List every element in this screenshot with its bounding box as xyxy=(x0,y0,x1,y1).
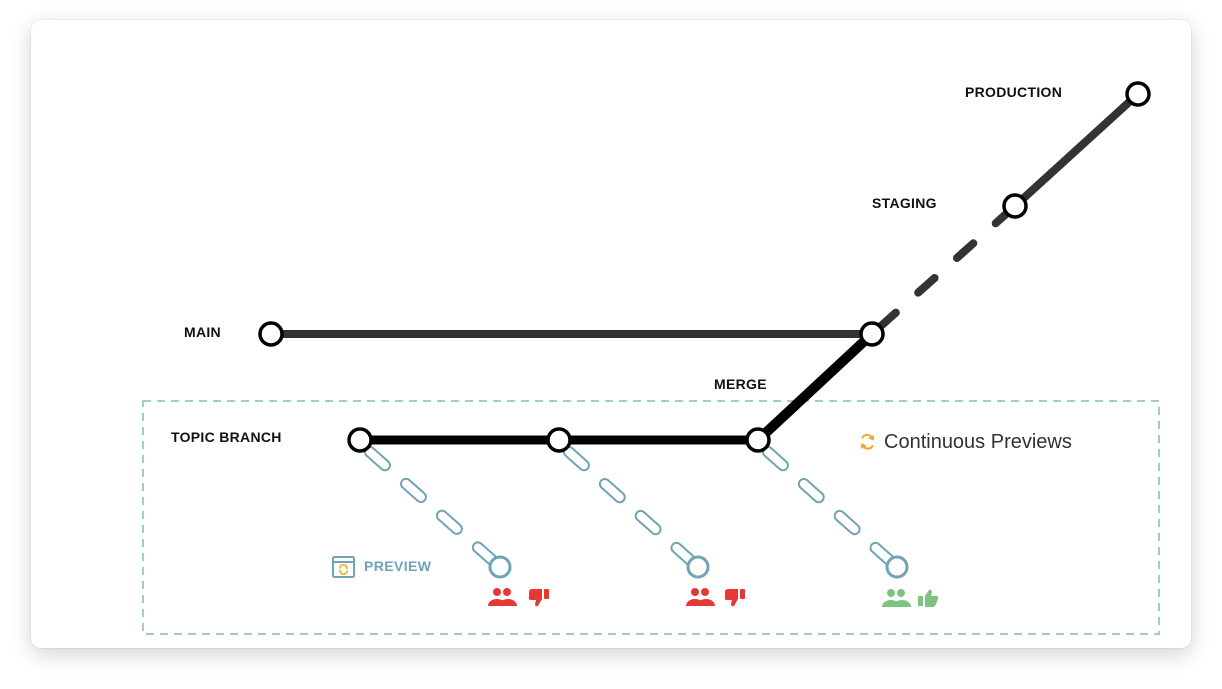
people-icon xyxy=(488,588,517,606)
continuous-previews-title: Continuous Previews xyxy=(884,431,1072,453)
refresh-icon xyxy=(860,433,875,450)
thumbs-down-icon xyxy=(724,589,745,607)
production-label: PRODUCTION xyxy=(965,84,1063,100)
merge-label: MERGE xyxy=(714,376,767,392)
topic-commit-node-3[interactable] xyxy=(745,427,771,453)
staging-node[interactable] xyxy=(1002,193,1028,219)
main-to-staging-line xyxy=(868,202,1019,338)
people-icon xyxy=(686,588,715,606)
staging-to-production-line xyxy=(1011,90,1142,210)
preview-node-1[interactable] xyxy=(488,555,512,579)
preview-node-3[interactable] xyxy=(885,555,909,579)
production-node[interactable] xyxy=(1125,81,1151,107)
staging-label: STAGING xyxy=(872,195,937,211)
thumbs-up-icon xyxy=(918,589,939,607)
merge-node[interactable] xyxy=(859,321,885,347)
people-icon xyxy=(882,589,911,607)
preview-area-box xyxy=(142,400,1160,635)
preview-node-2[interactable] xyxy=(686,555,710,579)
topic-commit-node-1[interactable] xyxy=(347,427,373,453)
main-node[interactable] xyxy=(258,321,284,347)
topic-branch-label: TOPIC BRANCH xyxy=(171,429,282,445)
preview-legend-label: PREVIEW xyxy=(364,558,432,574)
browser-refresh-icon xyxy=(332,556,355,578)
topic-commit-node-2[interactable] xyxy=(546,427,572,453)
main-label: MAIN xyxy=(184,324,221,340)
merge-line xyxy=(753,329,877,445)
thumbs-down-icon xyxy=(528,589,549,607)
